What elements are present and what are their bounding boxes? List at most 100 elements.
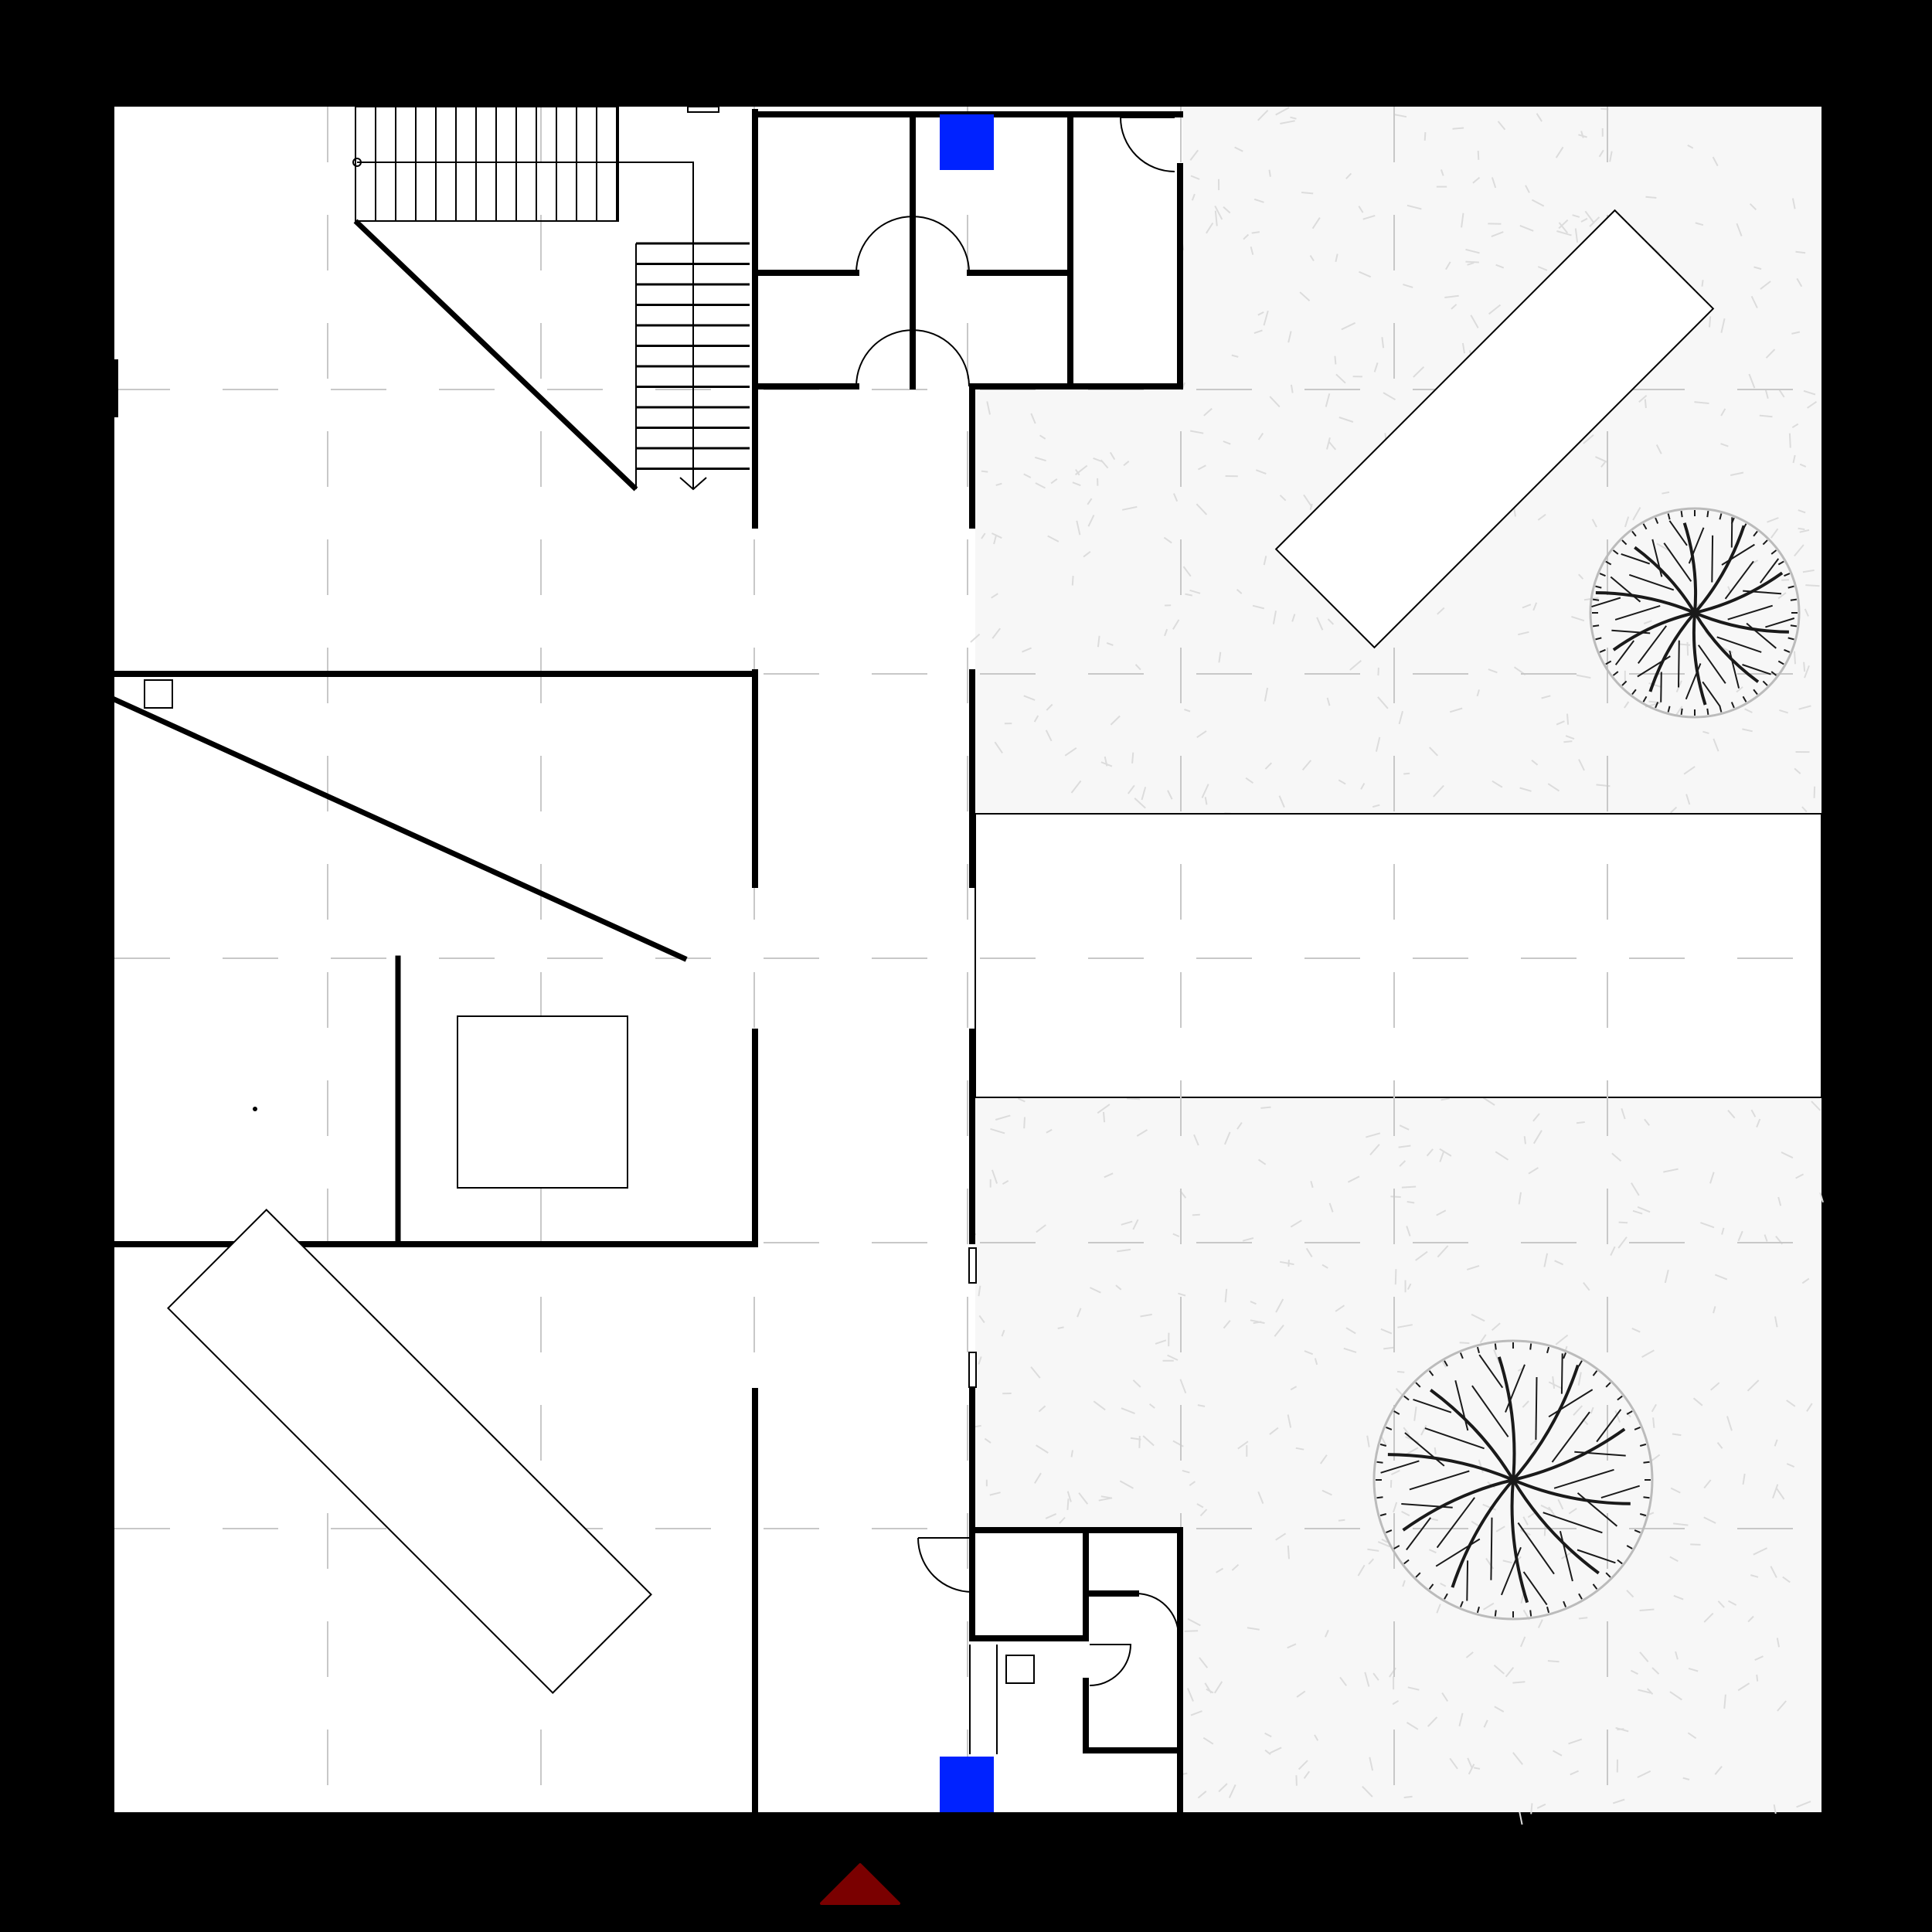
- door-swings: [855, 117, 1179, 1686]
- hatch-stroke: [1482, 1602, 1495, 1611]
- hatch-stroke: [1304, 1350, 1314, 1355]
- hatch-stroke: [1772, 1484, 1779, 1499]
- stair-cut-line: [353, 219, 638, 492]
- hatch-stroke: [1303, 1770, 1311, 1779]
- gallery-dot: [253, 1107, 257, 1111]
- hatch-stroke: [1045, 730, 1053, 742]
- hatch-stroke: [1594, 456, 1609, 464]
- hatch-stroke: [1673, 1594, 1684, 1600]
- hatch-stroke: [1117, 1248, 1131, 1253]
- north-arrow-icon[interactable]: [820, 1863, 900, 1905]
- hatch-stroke: [1652, 1417, 1655, 1428]
- hatch-stroke: [1426, 1148, 1434, 1157]
- hatch-stroke: [1502, 1560, 1512, 1564]
- hatch-stroke: [1202, 1736, 1214, 1745]
- tree-twig: [1746, 622, 1777, 649]
- tree-leaf: [1476, 1346, 1480, 1354]
- tree-twig: [1614, 604, 1661, 621]
- hatch-stroke: [1406, 1226, 1411, 1236]
- hatch-stroke: [1228, 1784, 1236, 1798]
- hatch-stroke: [1577, 1372, 1582, 1386]
- hatch-stroke: [1397, 1324, 1413, 1328]
- hatch-stroke: [1214, 205, 1223, 220]
- hatch-stroke: [1803, 389, 1816, 396]
- hatch-stroke: [1548, 1381, 1563, 1389]
- tree-leaf: [1376, 1496, 1383, 1499]
- tree-twig: [1637, 625, 1668, 664]
- tree-outline: [1372, 1339, 1654, 1621]
- tree-leaf: [1784, 573, 1791, 577]
- tree-leaf: [1777, 660, 1784, 665]
- tree-twig: [1404, 1432, 1445, 1467]
- courtyard-lower-east: [975, 1097, 1821, 1530]
- hatch-stroke: [1638, 1689, 1651, 1694]
- hatch-stroke: [1427, 1716, 1438, 1727]
- hatch-stroke: [1291, 614, 1296, 622]
- tree-leaf: [1634, 1529, 1641, 1534]
- hatch-stroke: [1299, 291, 1311, 302]
- hatch-stroke: [1398, 710, 1403, 725]
- hatch-stroke: [1046, 703, 1053, 711]
- hatch-stroke: [1077, 1308, 1082, 1318]
- hatch-stroke: [1651, 1667, 1660, 1675]
- hatch-stroke: [992, 628, 1001, 639]
- hatch-stroke: [1630, 1669, 1638, 1675]
- hatch-stroke: [1754, 1655, 1764, 1662]
- hatch-stroke: [1703, 1612, 1714, 1623]
- hatch-stroke: [1372, 1672, 1379, 1681]
- hatch-stroke: [1335, 1304, 1345, 1312]
- hatch-stroke: [1380, 1328, 1393, 1335]
- hatch-stroke: [1131, 752, 1134, 764]
- hatch-stroke: [1670, 1487, 1681, 1494]
- gallery-bench: [167, 1209, 652, 1694]
- hatch-stroke: [1437, 1245, 1449, 1258]
- tree-branch: [1693, 611, 1760, 683]
- hatch-stroke: [1440, 1583, 1447, 1587]
- tree-leaf: [1592, 624, 1600, 628]
- hatch-stroke: [1140, 1313, 1152, 1318]
- hatch-stroke: [1076, 520, 1081, 536]
- stair-top-notch: [687, 106, 719, 113]
- walkway-slab: [975, 813, 1822, 1098]
- hatch-stroke: [1558, 219, 1569, 230]
- tree-twig: [1466, 1560, 1469, 1601]
- hatch-stroke: [1034, 1472, 1042, 1484]
- hatch-stroke: [1303, 494, 1313, 508]
- hatch-stroke: [1801, 806, 1808, 813]
- hatch-stroke: [1213, 1681, 1223, 1694]
- hatch-stroke: [1791, 198, 1796, 209]
- hatch-stroke: [1039, 434, 1046, 440]
- tree-leaf: [1428, 1583, 1434, 1590]
- tree-twig: [1478, 1354, 1504, 1389]
- hatch-stroke: [1309, 255, 1315, 262]
- hatch-stroke: [1287, 1643, 1297, 1649]
- hatch-stroke: [1253, 198, 1264, 203]
- hatch-stroke: [984, 1437, 992, 1444]
- tree-branch: [1692, 612, 1707, 706]
- courtyard-bench: [1274, 209, 1715, 649]
- hatch-stroke: [1747, 1379, 1760, 1392]
- hatch-stroke: [1678, 643, 1691, 646]
- hatch-stroke: [1295, 1447, 1304, 1451]
- hatch-stroke: [1578, 1617, 1588, 1620]
- tree-branch: [1497, 1356, 1516, 1481]
- tree-leaf: [1393, 1545, 1400, 1549]
- tree-leaf: [1770, 549, 1777, 555]
- hatch-stroke: [1523, 1136, 1526, 1145]
- gallery-small-box: [144, 679, 173, 709]
- tree-leaf: [1626, 1545, 1633, 1549]
- hatch-stroke: [978, 1356, 982, 1365]
- hatch-stroke: [1495, 1151, 1509, 1161]
- hatch-stroke: [1402, 1580, 1406, 1587]
- hatch-stroke: [1478, 1459, 1484, 1473]
- hatch-stroke: [1347, 1175, 1360, 1183]
- tree-leaf: [1592, 1583, 1598, 1590]
- hatch-stroke: [1675, 1651, 1679, 1660]
- tree-leaf: [1770, 671, 1777, 676]
- tree-twig: [1574, 1451, 1626, 1457]
- blue-square-marker: [940, 1757, 994, 1812]
- hatch-stroke: [991, 1169, 998, 1184]
- hatch-stroke: [1796, 277, 1803, 287]
- gallery-diagonal-wall: [111, 696, 688, 962]
- stair-landing: [355, 106, 619, 222]
